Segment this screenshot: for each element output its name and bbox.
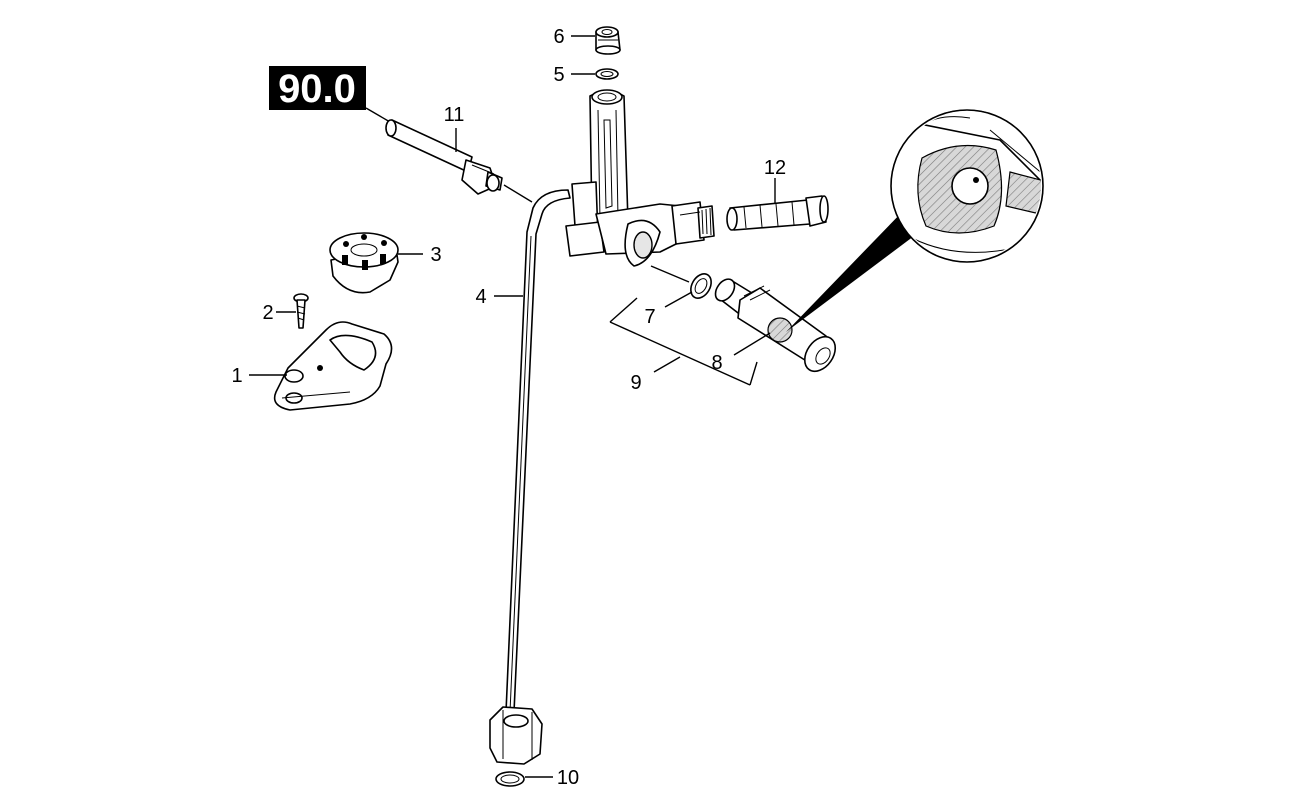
valve-body[interactable] bbox=[565, 89, 715, 267]
part-7-o-ring[interactable] bbox=[687, 270, 716, 302]
part-12-filter[interactable] bbox=[726, 195, 829, 231]
reference-label: 90.0 bbox=[278, 67, 356, 111]
part-1-bracket-plate[interactable] bbox=[273, 321, 393, 411]
leader-8 bbox=[733, 332, 771, 356]
callout-12: 12 bbox=[764, 157, 786, 179]
leader-11b bbox=[503, 184, 533, 203]
leader-7 bbox=[664, 291, 693, 308]
callout-8: 8 bbox=[711, 352, 722, 374]
part-2-screw[interactable] bbox=[293, 293, 309, 329]
part-4-tube[interactable] bbox=[505, 189, 571, 713]
callout-11: 11 bbox=[444, 104, 465, 126]
leader-7-body bbox=[650, 265, 690, 283]
part-5-o-ring[interactable] bbox=[595, 68, 619, 80]
part-10-nut[interactable] bbox=[489, 706, 543, 787]
part-11-hose-fitting[interactable] bbox=[385, 119, 503, 195]
callout-7: 7 bbox=[644, 306, 655, 328]
reference-box[interactable]: 90.0 bbox=[269, 66, 366, 111]
detail-magnifier bbox=[786, 109, 1044, 332]
reference-leader bbox=[365, 107, 391, 123]
callout-2: 2 bbox=[262, 302, 273, 324]
callout-4: 4 bbox=[475, 286, 486, 308]
part-8-nozzle[interactable] bbox=[712, 276, 842, 377]
callout-9: 9 bbox=[630, 372, 641, 394]
callout-3: 3 bbox=[430, 244, 441, 266]
callout-10: 10 bbox=[557, 767, 579, 789]
part-6-plug[interactable] bbox=[595, 26, 621, 55]
callout-5: 5 bbox=[553, 64, 564, 86]
callout-1: 1 bbox=[231, 365, 242, 387]
part-3-ring-nut[interactable] bbox=[329, 232, 399, 294]
callout-6: 6 bbox=[553, 26, 564, 48]
leader-9 bbox=[653, 356, 681, 373]
bracket-9 bbox=[609, 297, 758, 386]
